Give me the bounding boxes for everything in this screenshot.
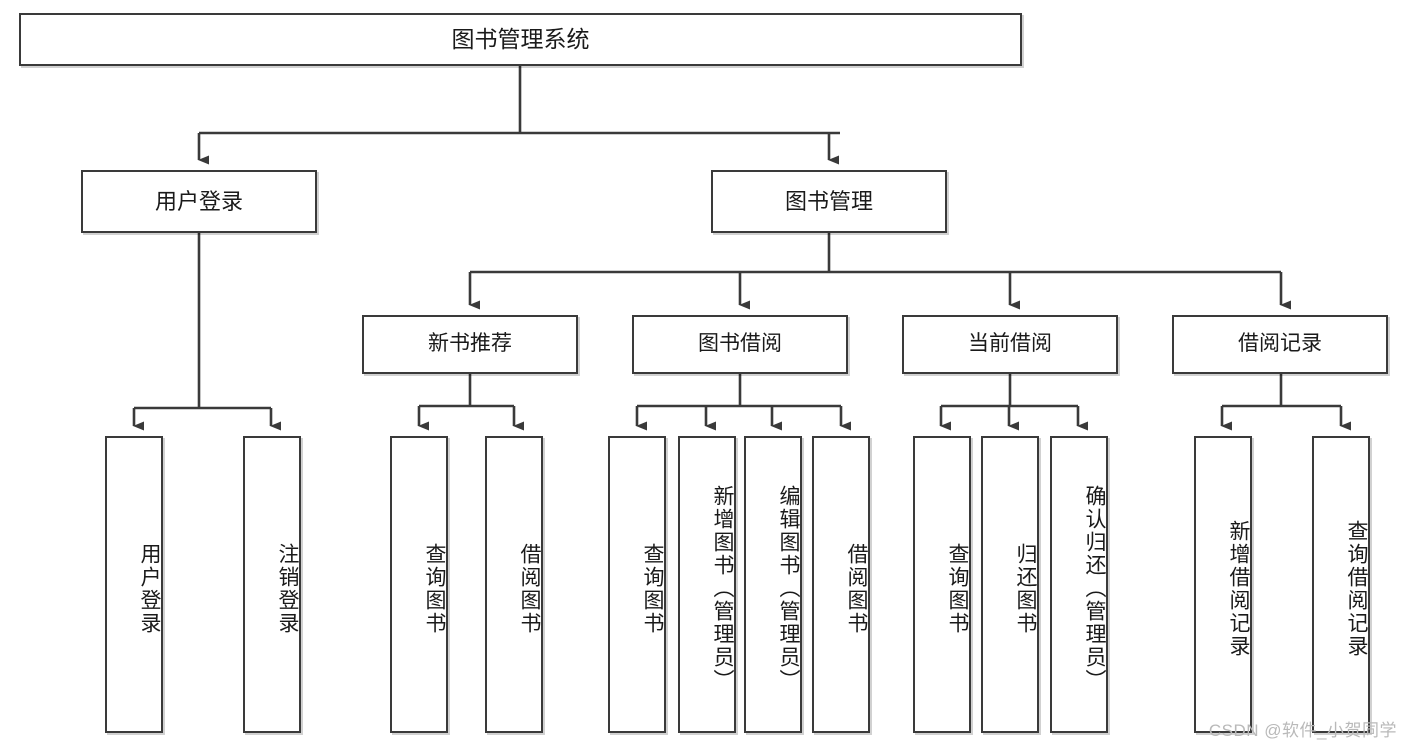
leaf-user-login[interactable]: 用户登录 — [105, 436, 163, 733]
node-user-login[interactable]: 用户登录 — [81, 170, 317, 233]
leaf-borrow-borrow-book[interactable]: 借阅图书 — [812, 436, 870, 733]
leaf-newbook-borrow-book[interactable]: 借阅图书 — [485, 436, 543, 733]
node-borrow-record[interactable]: 借阅记录 — [1172, 315, 1388, 374]
node-book-manage[interactable]: 图书管理 — [711, 170, 947, 233]
leaf-record-query-borrow-record[interactable]: 查询借阅记录 — [1312, 436, 1370, 733]
leaf-current-return-book[interactable]: 归还图书 — [981, 436, 1039, 733]
leaf-user-logout[interactable]: 注销登录 — [243, 436, 301, 733]
leaf-borrow-add-book-admin[interactable]: 新增图书（管理员） — [678, 436, 736, 733]
node-book-borrow[interactable]: 图书借阅 — [632, 315, 848, 374]
leaf-current-query-book[interactable]: 查询图书 — [913, 436, 971, 733]
node-new-book-recommend[interactable]: 新书推荐 — [362, 315, 578, 374]
node-current-borrow[interactable]: 当前借阅 — [902, 315, 1118, 374]
leaf-newbook-query-book[interactable]: 查询图书 — [390, 436, 448, 733]
node-root-system[interactable]: 图书管理系统 — [19, 13, 1022, 66]
leaf-current-confirm-return-admin[interactable]: 确认归还（管理员） — [1050, 436, 1108, 733]
leaf-borrow-query-book[interactable]: 查询图书 — [608, 436, 666, 733]
leaf-borrow-edit-book-admin[interactable]: 编辑图书（管理员） — [744, 436, 802, 733]
leaf-record-add-borrow-record[interactable]: 新增借阅记录 — [1194, 436, 1252, 733]
